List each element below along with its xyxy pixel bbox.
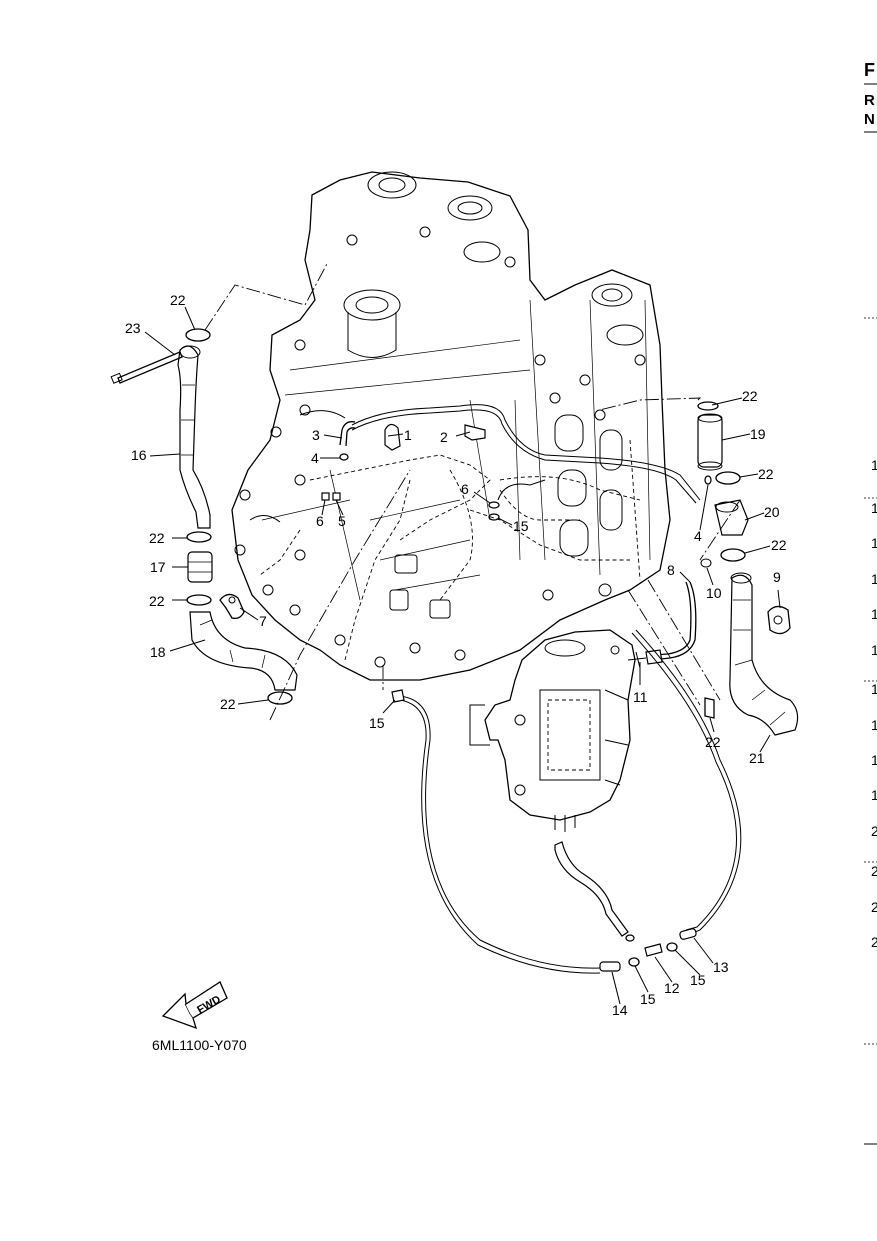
diagram-code: 6ML1100-Y070	[152, 1037, 247, 1053]
fuel-module-illustration	[469, 629, 636, 832]
callout-13: 13	[713, 959, 729, 975]
callout-leader-lines	[144, 306, 781, 1005]
callout-22-right-a: 22	[758, 466, 774, 482]
engine-block-illustration	[231, 171, 671, 681]
callout-5: 5	[338, 513, 346, 529]
edge-header-n: N	[864, 111, 875, 128]
callout-22-mid-left-a: 22	[149, 530, 165, 546]
edge-row-2: 1	[871, 500, 877, 516]
callout-14: 14	[612, 1002, 628, 1018]
edge-row-11: 2	[871, 823, 877, 839]
edge-row-4: 1	[871, 571, 877, 587]
callout-15-left: 15	[369, 715, 385, 731]
callout-12: 12	[664, 980, 680, 996]
callout-19: 19	[750, 426, 766, 442]
callout-22-right-b: 22	[771, 537, 787, 553]
callout-16: 16	[131, 447, 147, 463]
edge-row-9: 1	[871, 752, 877, 768]
edge-row-10: 1	[871, 787, 877, 803]
edge-row-14: 2	[871, 934, 877, 950]
callout-7: 7	[259, 613, 267, 629]
edge-row-7: 1	[871, 681, 877, 697]
callout-6-left: 6	[316, 513, 324, 529]
callout-4-left: 4	[311, 450, 319, 466]
callout-8: 8	[667, 562, 675, 578]
callout-22-top-left: 22	[170, 292, 186, 308]
callout-4-right: 4	[694, 528, 702, 544]
reference-chain-lines	[204, 261, 741, 721]
callout-22-bottom-left: 22	[220, 696, 236, 712]
callout-23: 23	[125, 320, 141, 336]
callout-18: 18	[150, 644, 166, 660]
edge-row-13: 2	[871, 899, 877, 915]
callout-2: 2	[440, 429, 448, 445]
hose-19-20-21-group	[627, 401, 799, 736]
edge-row-5: 1	[871, 606, 877, 622]
small-hoses-top	[321, 404, 712, 521]
callout-21: 21	[749, 750, 765, 766]
callout-10: 10	[706, 585, 722, 601]
edge-row-8: 1	[871, 717, 877, 733]
callout-9: 9	[773, 569, 781, 585]
callout-20: 20	[764, 504, 780, 520]
callout-17: 17	[150, 559, 166, 575]
edge-header-r: R	[864, 92, 875, 109]
edge-row-1: 1	[871, 457, 877, 473]
callout-15-bottom-a: 15	[640, 991, 656, 1007]
callout-11: 11	[633, 689, 648, 705]
long-fuel-lines	[391, 629, 742, 974]
edge-header-f: F	[864, 60, 875, 80]
right-edge-table: F R N 1 1 1 1 1 1 1 1 1 1 2 2 2 2	[864, 60, 877, 1145]
callout-3: 3	[312, 427, 320, 443]
callout-labels: 1 2 3 4 4 5 6 6 7 8 9 10 11 12 13 14 15 …	[125, 292, 787, 1018]
callout-6-mid: 6	[461, 481, 469, 497]
callout-22-top-right: 22	[742, 388, 758, 404]
edge-row-3: 1	[871, 535, 877, 551]
callout-22-right-low: 22	[705, 734, 721, 750]
fwd-label: FWD	[195, 993, 223, 1016]
hose-16-and-connectors	[110, 328, 298, 705]
callout-22-mid-left-b: 22	[149, 593, 165, 609]
callout-1: 1	[404, 427, 412, 443]
edge-row-12: 2	[871, 863, 877, 879]
forward-direction-arrow: FWD	[161, 981, 228, 1030]
edge-row-6: 1	[871, 642, 877, 658]
callout-15-bottom-b: 15	[690, 972, 706, 988]
callout-15-mid: 15	[513, 518, 529, 534]
